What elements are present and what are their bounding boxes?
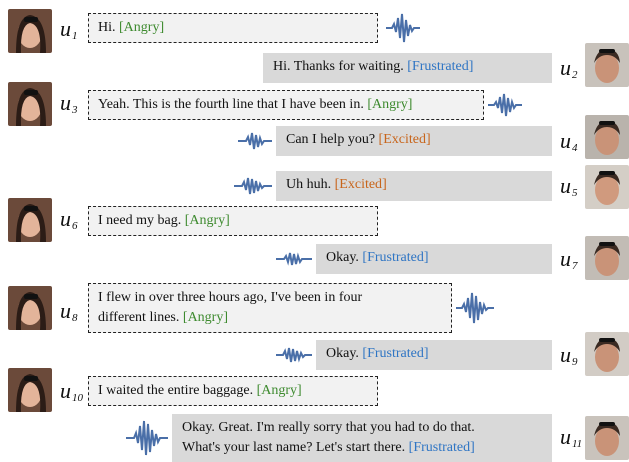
utterance-label-u2: u2: [560, 55, 578, 82]
utterance-label-u9: u9: [560, 342, 578, 369]
utterance-bubble-u9: Okay. [Frustrated]: [316, 340, 552, 370]
emotion-tag: [Angry]: [184, 213, 230, 228]
utterance-text: Can I help you?: [286, 132, 376, 147]
utterance-text-line1: Okay. Great. I'm really sorry that you h…: [182, 420, 475, 435]
emotion-tag: [Frustrated]: [362, 250, 429, 265]
speaker-avatar-female: [8, 82, 52, 126]
emotion-tag: [Frustrated]: [408, 440, 475, 455]
emotion-tag: [Angry]: [367, 97, 413, 112]
utterance-label-u7: u7: [560, 246, 578, 273]
speaker-avatar-male: [585, 165, 629, 209]
utterance-bubble-u6: I need my bag. [Angry]: [88, 206, 378, 236]
utterance-bubble-u1: Hi. [Angry]: [88, 13, 378, 43]
utterance-text: Okay.: [326, 346, 359, 361]
utterance-label-u11: u11: [560, 424, 583, 451]
speaker-avatar-male: [585, 416, 629, 460]
speaker-avatar-female: [8, 198, 52, 242]
emotion-tag: [Angry]: [182, 310, 229, 325]
utterance-text: Yeah. This is the fourth line that I hav…: [98, 97, 364, 112]
utterance-text: I need my bag.: [98, 213, 182, 228]
utterance-bubble-u11: Okay. Great. I'm really sorry that you h…: [172, 414, 552, 462]
speaker-avatar-female: [8, 368, 52, 412]
utterance-label-u4: u4: [560, 128, 578, 155]
utterance-bubble-u4: Can I help you? [Excited]: [276, 126, 552, 156]
utterance-text-line1: I flew in over three hours ago, I've bee…: [98, 290, 363, 305]
utterance-label-u8: u8: [60, 298, 78, 325]
audio-waveform-icon: [126, 420, 168, 456]
utterance-bubble-u3: Yeah. This is the fourth line that I hav…: [88, 90, 484, 120]
emotion-tag: [Angry]: [256, 383, 302, 398]
audio-waveform-icon: [234, 177, 272, 195]
utterance-label-u10: u10: [60, 378, 83, 405]
utterance-bubble-u10: I waited the entire baggage. [Angry]: [88, 376, 378, 406]
utterance-text: Okay.: [326, 250, 359, 265]
speaker-avatar-male: [585, 115, 629, 159]
speaker-avatar-male: [585, 43, 629, 87]
audio-waveform-icon: [276, 347, 312, 363]
utterance-bubble-u2: Hi. Thanks for waiting. [Frustrated]: [263, 53, 552, 83]
utterance-text: I waited the entire baggage.: [98, 383, 254, 398]
utterance-text-line2: What's your last name? Let's start there…: [182, 440, 406, 455]
utterance-label-u5: u5: [560, 173, 578, 200]
utterance-bubble-u8: I flew in over three hours ago, I've bee…: [88, 283, 452, 333]
audio-waveform-icon: [386, 13, 420, 43]
emotion-tag: [Excited]: [378, 132, 431, 147]
utterance-text: Hi.: [98, 20, 116, 35]
audio-waveform-icon: [238, 132, 272, 150]
utterance-text: Hi. Thanks for waiting.: [273, 59, 404, 74]
utterance-text-line2: different lines.: [98, 310, 180, 325]
utterance-label-u6: u6: [60, 206, 78, 233]
speaker-avatar-male: [585, 236, 629, 280]
emotion-tag: [Angry]: [119, 20, 165, 35]
utterance-label-u1: u1: [60, 16, 78, 43]
utterance-bubble-u5: Uh huh. [Excited]: [276, 171, 552, 201]
audio-waveform-icon: [456, 292, 494, 324]
speaker-avatar-male: [585, 332, 629, 376]
emotion-tag: [Excited]: [334, 177, 387, 192]
utterance-bubble-u7: Okay. [Frustrated]: [316, 244, 552, 274]
audio-waveform-icon: [276, 252, 312, 266]
speaker-avatar-female: [8, 9, 52, 53]
speaker-avatar-female: [8, 286, 52, 330]
emotion-tag: [Frustrated]: [407, 59, 474, 74]
utterance-text: Uh huh.: [286, 177, 332, 192]
audio-waveform-icon: [488, 93, 522, 117]
utterance-label-u3: u3: [60, 90, 78, 117]
emotion-tag: [Frustrated]: [362, 346, 429, 361]
